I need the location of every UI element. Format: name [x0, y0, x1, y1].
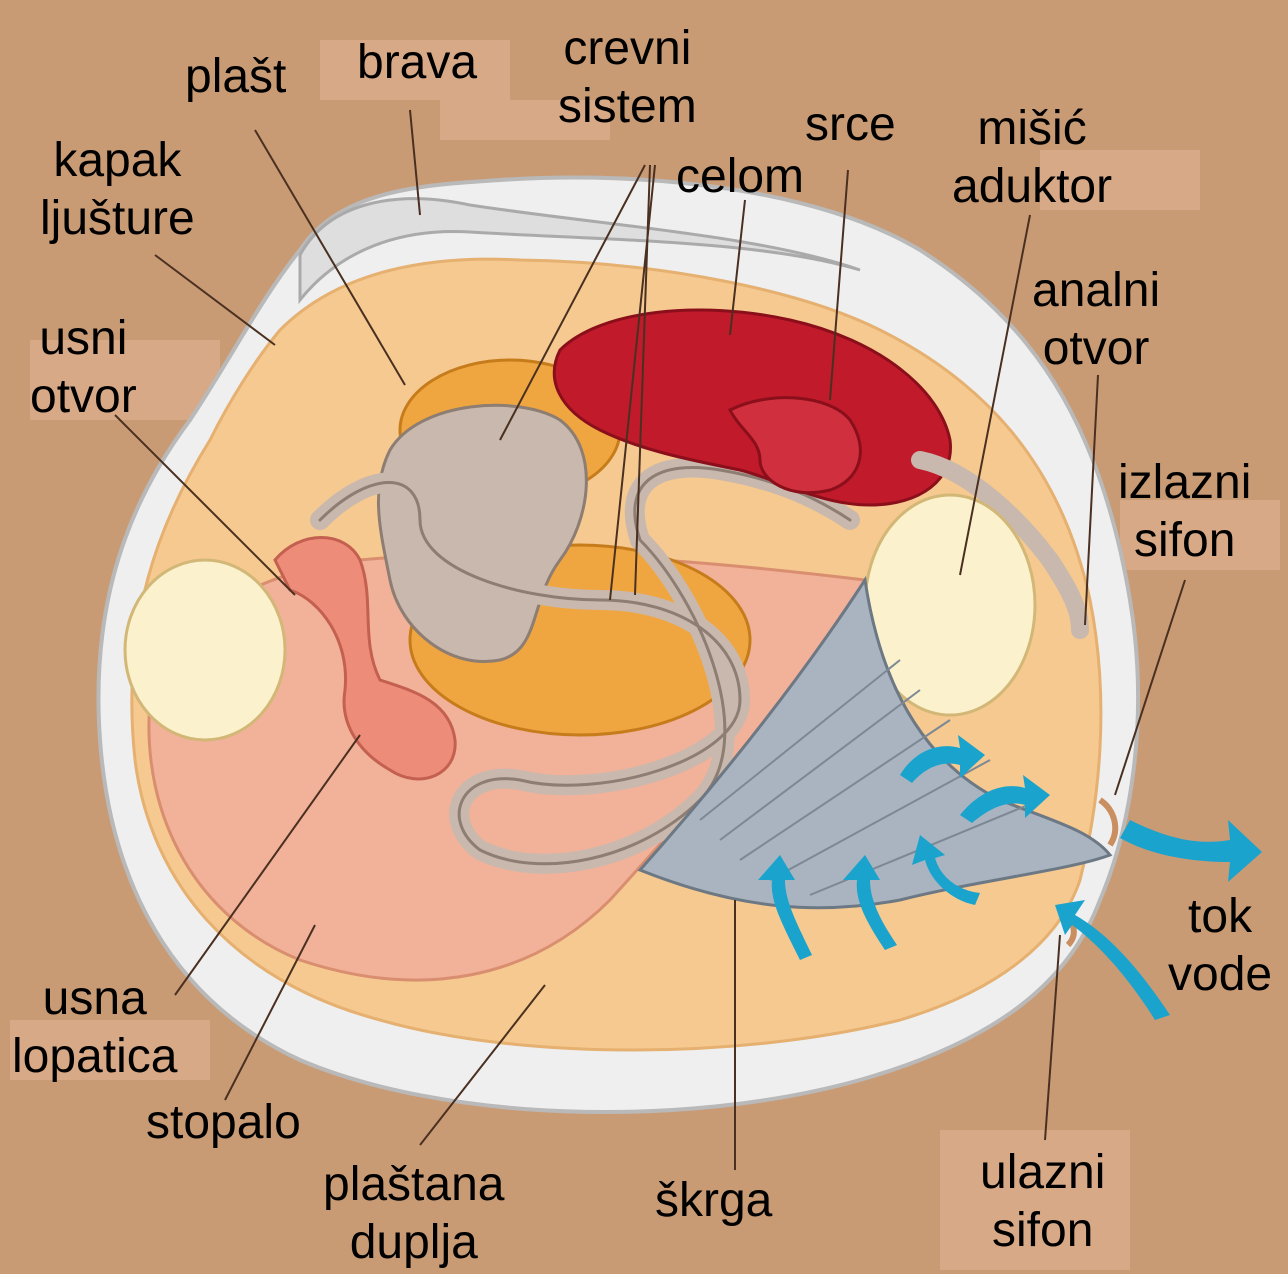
label-plast: plašt: [185, 48, 286, 106]
label-celom: celom: [676, 148, 804, 206]
label-stopalo: stopalo: [146, 1094, 301, 1152]
label-brava: brava: [357, 34, 477, 92]
adductor-muscle-anterior: [125, 560, 285, 740]
label-srce: srce: [805, 96, 896, 154]
label-skrga: škrga: [655, 1172, 772, 1230]
